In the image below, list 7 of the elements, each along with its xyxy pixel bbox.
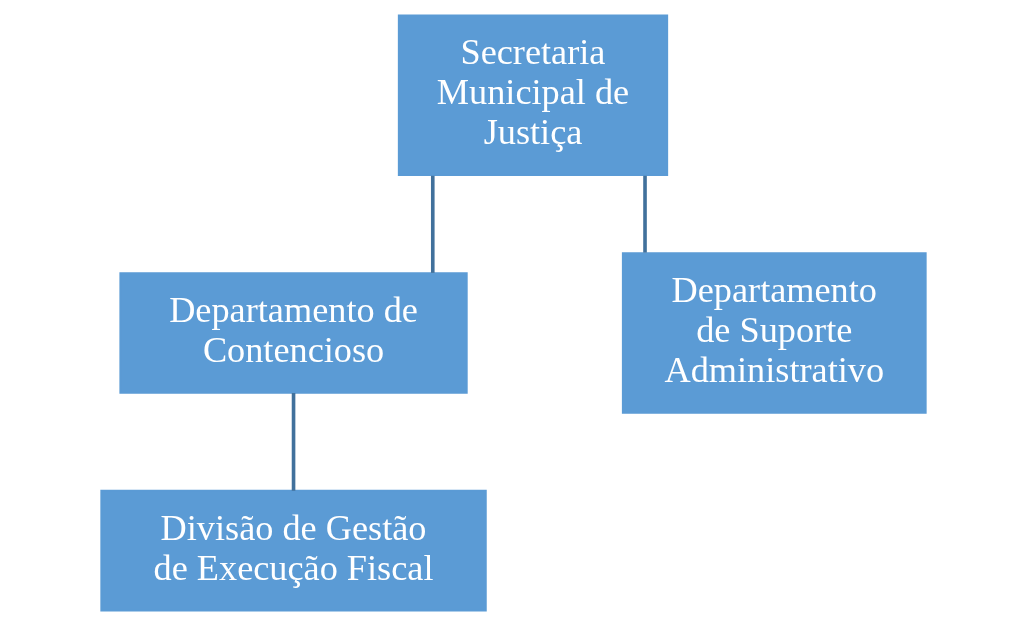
node-box: Divisão de Gestão de Execução Fiscal — [99, 489, 487, 612]
node-box: Departamento de Suporte Administrativo — [621, 252, 927, 414]
node-box: Departamento de Contencioso — [118, 272, 468, 394]
connector — [291, 393, 295, 491]
connector — [642, 175, 647, 253]
connector — [430, 175, 435, 273]
node-box: Secretaria Municipal de Justiça — [397, 14, 668, 177]
